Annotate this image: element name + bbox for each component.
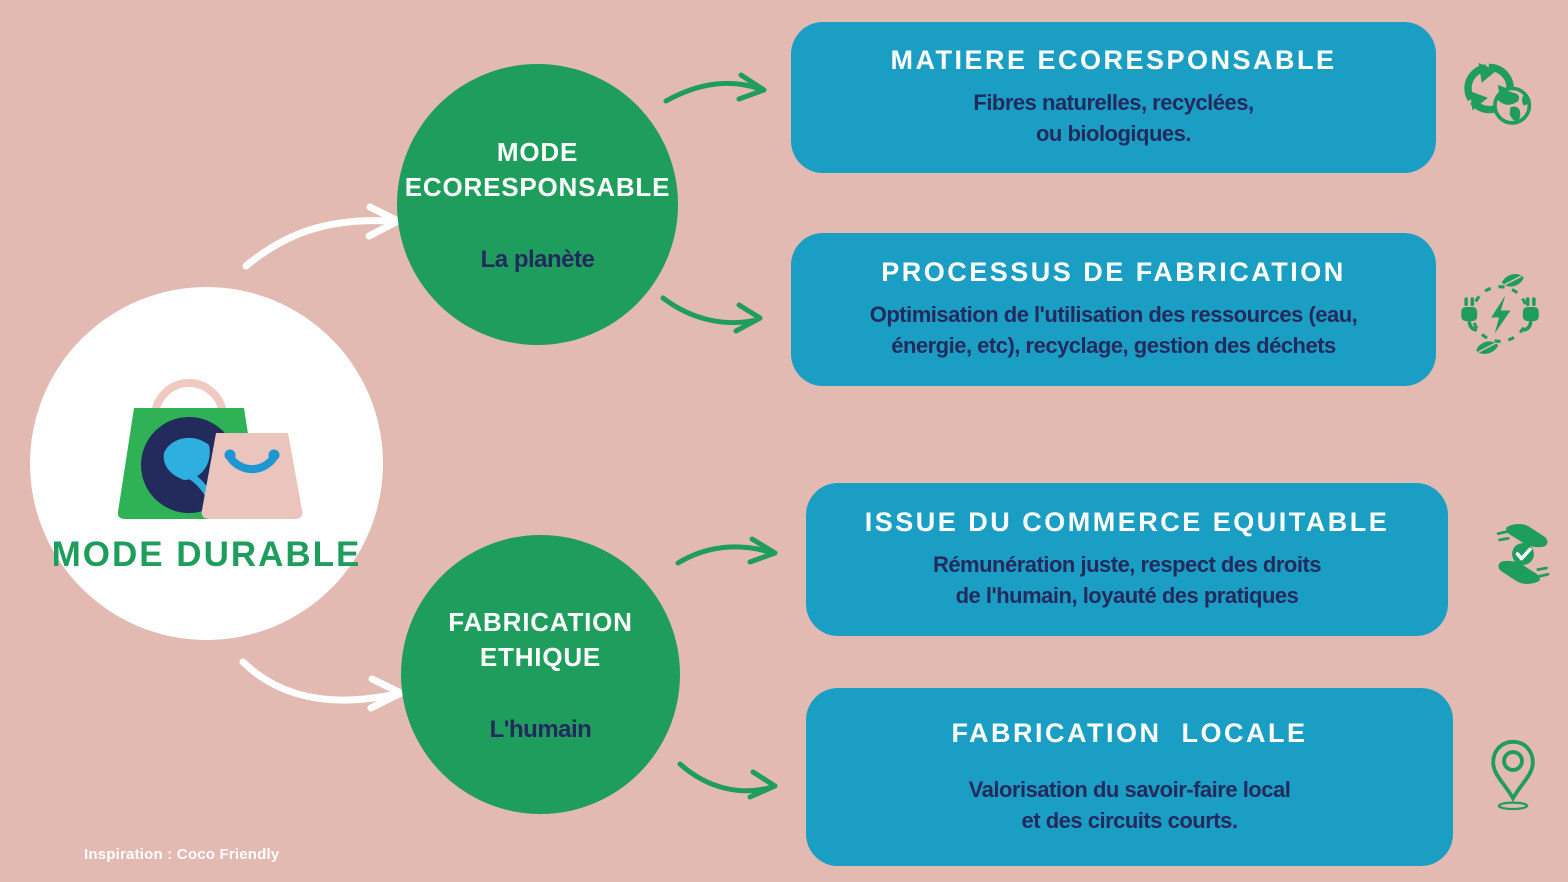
leaf-top <box>1501 274 1524 287</box>
arrow-hub-to-planet <box>242 217 394 270</box>
card-title: ISSUE DU COMMERCE EQUITABLE <box>864 507 1390 538</box>
location-pin-icon <box>1491 739 1535 811</box>
branch-circle-ethique: FABRICATION ETHIQUE L'humain <box>401 535 680 814</box>
arrow-human-to-card4-head <box>747 769 778 800</box>
card-body: Valorisation du savoir-faire local et de… <box>968 776 1291 833</box>
fair-trade-hands-icon <box>1496 522 1550 586</box>
branch-title: FABRICATION ETHIQUE <box>448 607 633 672</box>
card-fabrication-locale: FABRICATION LOCALE Valorisation du savoi… <box>806 688 1453 866</box>
hub-circle: MODE DURABLE <box>30 287 383 640</box>
arrow-hub-to-human-head <box>367 675 405 712</box>
arrow-hub-to-planet-head <box>365 203 402 240</box>
arrow-human-to-card3-head <box>747 536 778 565</box>
branch-circle-ecoresponsable: MODE ECORESPONSABLE La planète <box>397 64 678 345</box>
shopping-bags-leaf-logo <box>117 378 302 519</box>
plug-right <box>1522 297 1539 332</box>
plug-left <box>1461 297 1478 332</box>
card-matiere-ecoresponsable: MATIERE ECORESPONSABLE Fibres naturelles… <box>791 22 1436 173</box>
card-title: PROCESSUS DE FABRICATION <box>881 257 1346 288</box>
card-commerce-equitable: ISSUE DU COMMERCE EQUITABLE Rémunération… <box>806 483 1448 636</box>
arrow-human-to-card4 <box>677 761 775 794</box>
leaf-bottom <box>1476 341 1499 354</box>
credit-text: Inspiration : Coco Friendly <box>84 846 280 863</box>
branch-title: MODE ECORESPONSABLE <box>404 137 671 202</box>
recycle-globe-icon <box>1458 52 1532 125</box>
hub-title: MODE DURABLE <box>51 534 362 574</box>
arrow-hub-to-human <box>239 658 400 704</box>
card-title: MATIERE ECORESPONSABLE <box>890 45 1337 76</box>
card-body: Fibres naturelles, recyclées, ou biologi… <box>973 90 1254 146</box>
card-processus-de-fabrication: PROCESSUS DE FABRICATION Optimisation de… <box>791 233 1436 386</box>
green-energy-icon <box>1461 274 1539 354</box>
arrow-human-to-card3 <box>675 544 775 566</box>
green-bag-handle <box>150 378 227 417</box>
branch-subtitle: L'humain <box>489 715 592 743</box>
arrow-planet-to-card2 <box>660 295 759 326</box>
card-title: FABRICATION LOCALE <box>951 717 1308 748</box>
card-body: Rémunération juste, respect des droits d… <box>932 552 1322 608</box>
branch-subtitle: La planète <box>480 245 595 273</box>
arrow-planet-to-card1 <box>663 80 763 104</box>
pink-bag <box>201 432 302 519</box>
pink-bag-smile-handle <box>225 452 278 473</box>
arrow-planet-to-card2-head <box>733 302 763 334</box>
card-body: Optimisation de l'utilisation des ressou… <box>869 302 1358 358</box>
arrow-planet-to-card1-head <box>736 72 767 102</box>
